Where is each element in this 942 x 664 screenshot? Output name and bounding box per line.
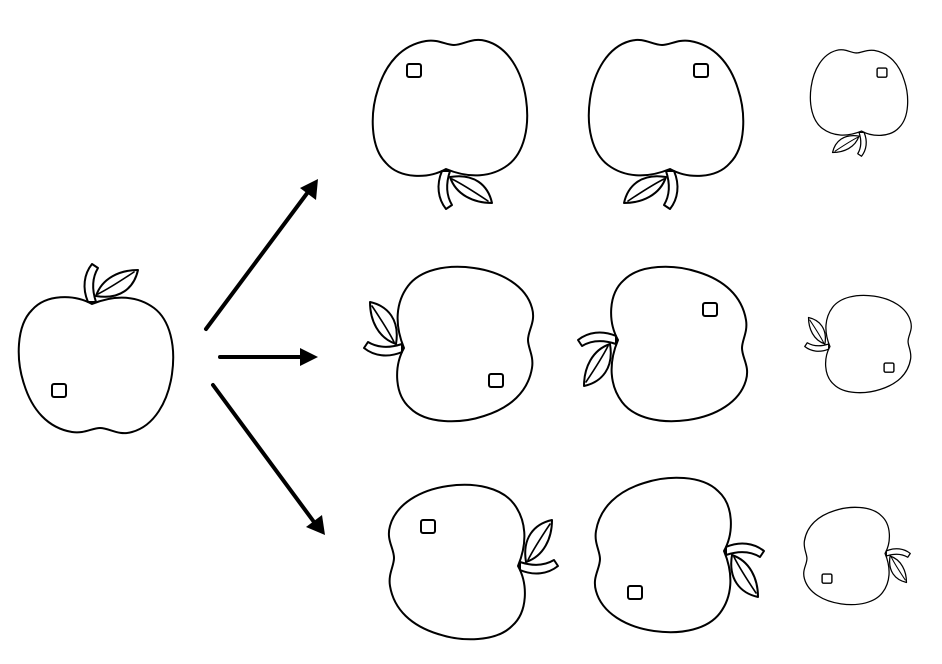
marker-rotated-left [488, 373, 504, 388]
row-rotate [363, 265, 912, 423]
marker-flipped-vertical-mirror [693, 63, 709, 78]
marker-rotated-left-mirror [702, 302, 718, 317]
row-rotate-right [387, 476, 911, 641]
arrow-down-right [211, 383, 325, 535]
marker-rotated-right [420, 519, 436, 534]
arrow-right [218, 348, 318, 366]
row-flip-vertical [371, 38, 909, 210]
apple-rotated-left [363, 265, 535, 423]
apple-flipped-vertical-mirror [587, 38, 745, 210]
marker-rotated-right-mirror [627, 585, 643, 600]
apple-rotated-left-mirror [577, 265, 749, 423]
marker-rotated-left-small [883, 362, 895, 373]
apple-rotated-right-mirror [593, 476, 765, 634]
apple-rotated-right [387, 483, 559, 641]
apple-rotated-right-small [803, 506, 911, 606]
marker-rotated-right-small [821, 573, 833, 584]
arrow-up-right [204, 179, 318, 331]
apple-rotated-left-small [804, 294, 912, 394]
apple-flipped-vertical-small [809, 49, 909, 157]
marker-flipped-vertical [406, 63, 422, 78]
apple-flipped-vertical [371, 38, 529, 210]
source-apple [17, 263, 175, 435]
marker-flipped-vertical-small [876, 67, 888, 78]
source-marker [51, 383, 67, 398]
